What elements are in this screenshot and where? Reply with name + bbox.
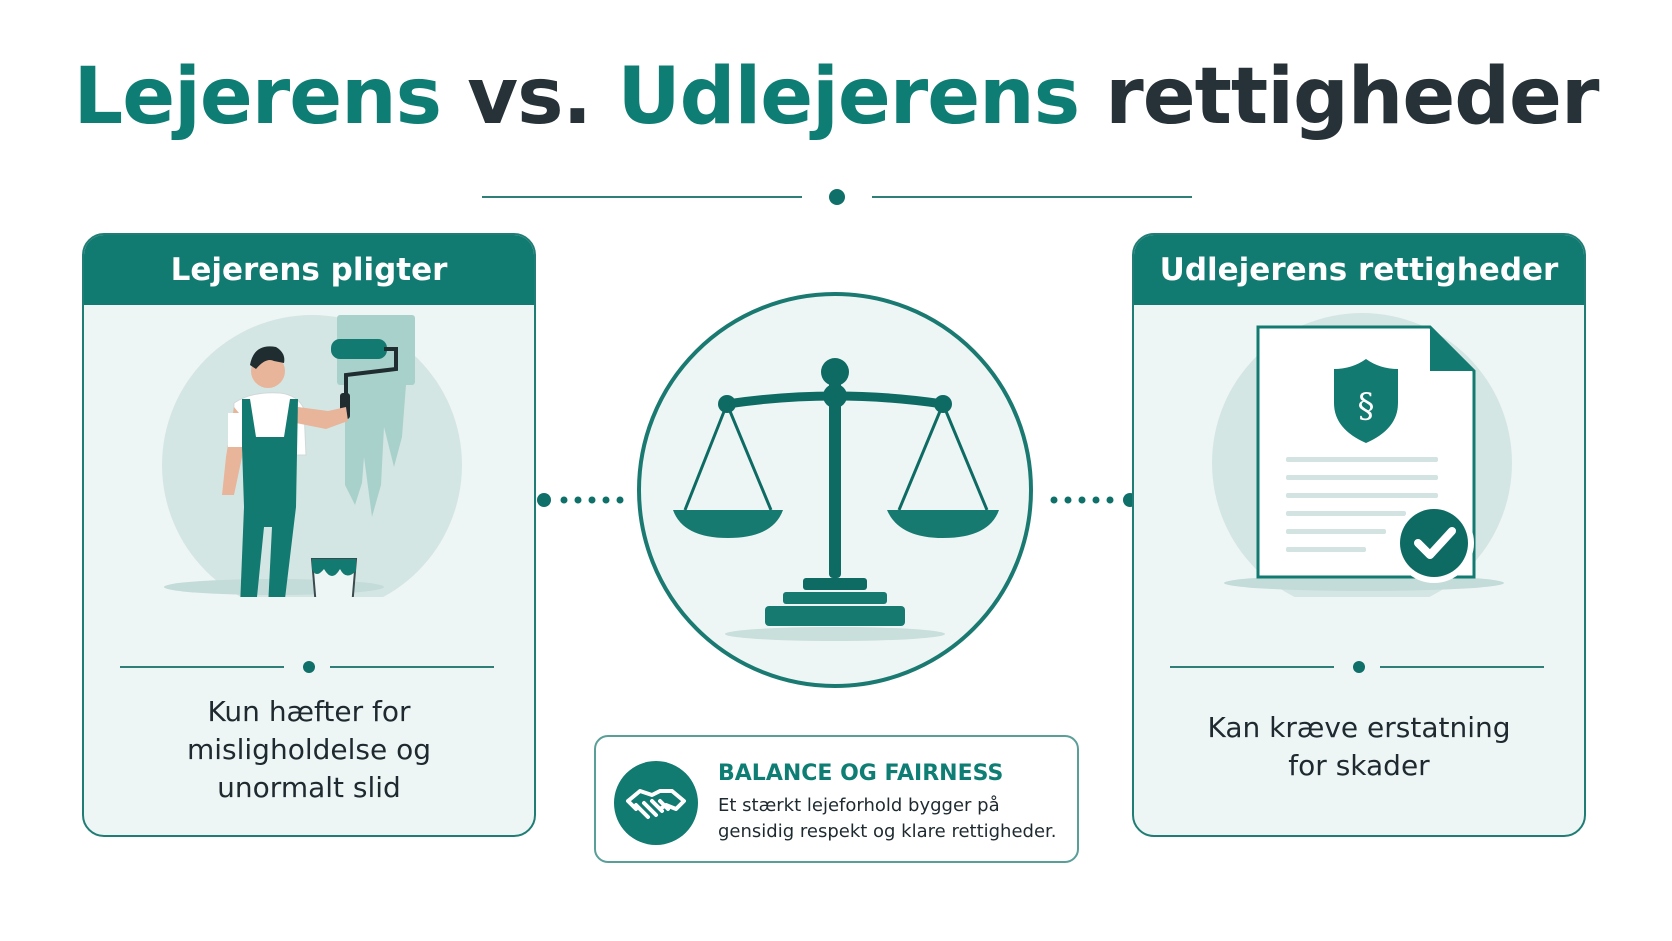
title-divider-left bbox=[482, 196, 802, 198]
tenant-duties-line-3: unormalt slid bbox=[217, 771, 401, 804]
page-title: Lejerens vs. Udlejerens rettigheder bbox=[0, 58, 1672, 136]
balance-fairness-box: BALANCE OG FAIRNESS Et stærkt lejeforhol… bbox=[594, 735, 1079, 863]
landlord-rights-heading: Udlejerens rettigheder bbox=[1134, 235, 1584, 305]
left-card-divider-left bbox=[120, 666, 284, 668]
landlord-rights-line-1: Kan kræve erstatning bbox=[1207, 711, 1511, 744]
balance-text-line-1: Et stærkt lejeforhold bygger på bbox=[718, 795, 1000, 816]
svg-text:§: § bbox=[1358, 386, 1375, 426]
landlord-rights-card: Udlejerens rettigheder § Kan kræve ersta… bbox=[1132, 233, 1586, 837]
legal-document-icon: § bbox=[1212, 313, 1512, 597]
left-connector bbox=[537, 493, 624, 507]
scales-of-justice-icon bbox=[673, 358, 999, 641]
title-part-vs: vs. bbox=[467, 52, 592, 142]
tenant-duties-line-2: misligholdelse og bbox=[186, 733, 432, 766]
tenant-duties-line-1: Kun hæfter for bbox=[207, 695, 411, 728]
right-card-divider-dot bbox=[1353, 661, 1365, 673]
handshake-icon bbox=[614, 761, 698, 845]
title-part-landlord: Udlejerens bbox=[617, 52, 1080, 142]
right-connector bbox=[1050, 493, 1137, 507]
tenant-duties-card: Lejerens pligter Kun hæfter for misligho… bbox=[82, 233, 536, 837]
right-card-divider-left bbox=[1170, 666, 1334, 668]
landlord-rights-text: Kan kræve erstatning for skader bbox=[1154, 709, 1564, 785]
title-part-tenant: Lejerens bbox=[73, 52, 443, 142]
title-part-rights: rettigheder bbox=[1105, 52, 1599, 142]
tenant-duties-text: Kun hæfter for misligholdelse og unormal… bbox=[104, 693, 514, 807]
tenant-duties-heading: Lejerens pligter bbox=[84, 235, 534, 305]
left-card-divider-dot bbox=[303, 661, 315, 673]
right-card-divider-right bbox=[1380, 666, 1544, 668]
painter-icon bbox=[162, 315, 462, 597]
landlord-rights-line-2: for skader bbox=[1288, 749, 1430, 782]
balance-text-line-2: gensidig respekt og klare rettigheder. bbox=[718, 821, 1057, 842]
title-divider-right bbox=[872, 196, 1192, 198]
left-card-divider-right bbox=[330, 666, 494, 668]
balance-heading: BALANCE OG FAIRNESS bbox=[718, 761, 1004, 786]
title-divider-dot bbox=[829, 189, 845, 205]
